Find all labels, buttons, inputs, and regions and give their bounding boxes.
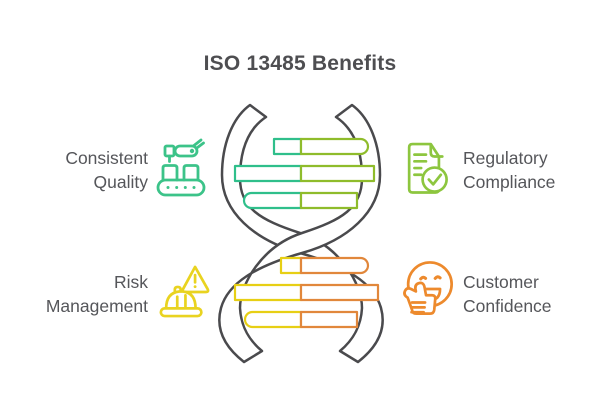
benefit-label-regulatory-compliance: Regulatory Compliance <box>463 146 555 194</box>
benefit-line: Management <box>45 296 148 316</box>
dna-rung <box>233 283 303 302</box>
dna-rung <box>299 256 370 275</box>
dna-rung <box>243 310 303 329</box>
benefit-line: Customer <box>463 272 539 292</box>
dna-rung <box>242 191 303 210</box>
benefit-label-customer-confidence: Customer Confidence <box>463 270 552 318</box>
dna-rung <box>299 164 376 183</box>
smiley-thumbs-up-icon <box>403 261 454 316</box>
hardhat-warning-icon <box>159 265 210 318</box>
dna-rung <box>279 256 303 275</box>
benefit-label-risk-management: Risk Management <box>46 270 148 318</box>
robot-conveyor-icon <box>156 138 206 197</box>
benefit-line: Regulatory <box>463 148 548 168</box>
benefit-line: Compliance <box>463 172 556 192</box>
dna-rung <box>299 191 359 210</box>
benefit-line: Quality <box>93 172 148 192</box>
benefit-label-consistent-quality: Consistent Quality <box>65 146 148 194</box>
document-check-icon <box>407 142 448 194</box>
dna-rung <box>233 164 303 183</box>
dna-rung <box>272 137 303 156</box>
dna-rung <box>299 137 370 156</box>
benefit-line: Confidence <box>463 296 552 316</box>
dna-rung <box>299 283 380 302</box>
benefit-line: Risk <box>113 272 148 292</box>
benefit-line: Consistent <box>65 148 148 168</box>
dna-rung <box>299 310 359 329</box>
page-title: ISO 13485 Benefits <box>203 52 397 75</box>
